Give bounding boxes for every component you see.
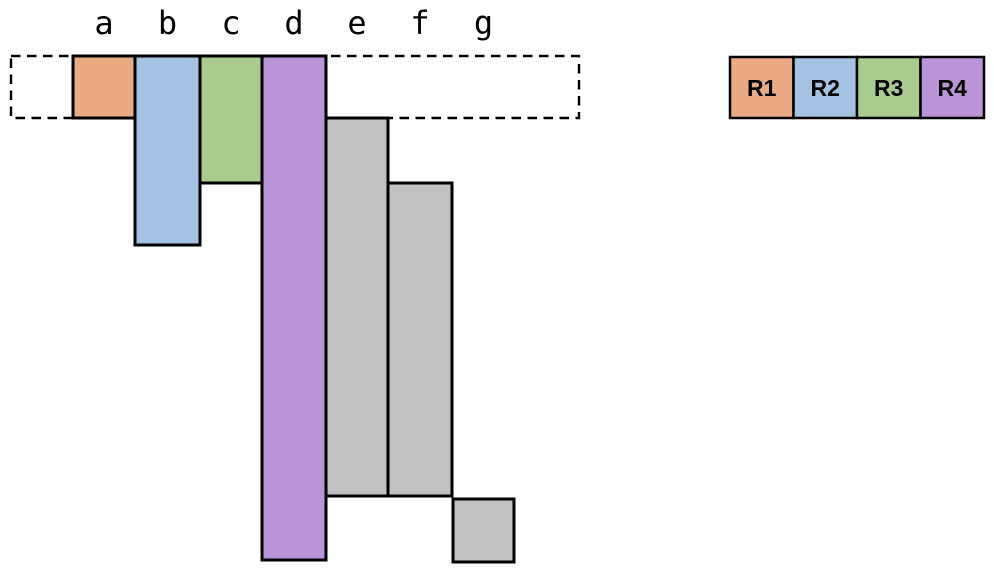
bar-a (71, 54, 137, 120)
legend-label-R4: R4 (938, 75, 968, 101)
legend-label-R3: R3 (874, 75, 903, 101)
column-label-a: a (94, 4, 113, 42)
bar-e (324, 116, 390, 498)
bar-c (198, 54, 264, 185)
column-label-f: f (410, 4, 429, 42)
column-label-d: d (284, 4, 303, 42)
legend-label-R1: R1 (747, 75, 777, 101)
legend-cell-R4 (919, 55, 986, 120)
bar-d (260, 54, 328, 562)
column-label-b: b (158, 4, 177, 42)
column-label-g: g (474, 4, 493, 42)
column-label-e: e (347, 4, 366, 42)
column-label-c: c (221, 4, 240, 42)
legend-label-R2: R2 (811, 75, 840, 101)
bar-b (133, 54, 202, 247)
bar-g (451, 497, 516, 564)
bar-f (386, 181, 454, 498)
